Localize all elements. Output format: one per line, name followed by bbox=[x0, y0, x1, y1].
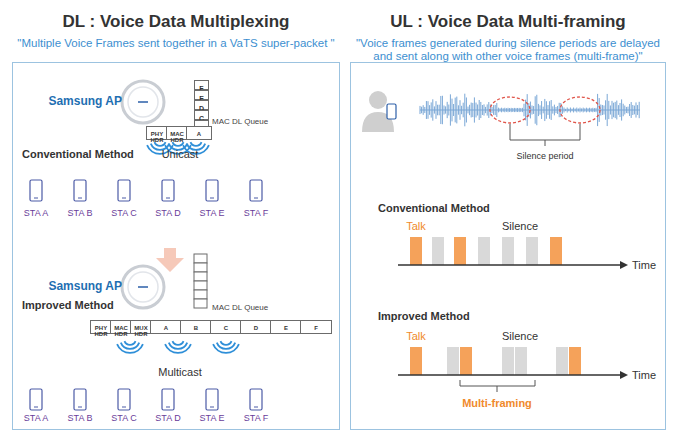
field-text: MAC HDR bbox=[111, 325, 131, 337]
station-label: STA C bbox=[111, 414, 136, 424]
queue-cell bbox=[194, 254, 207, 263]
station-label: STA F bbox=[244, 414, 268, 424]
voice-waveform bbox=[420, 94, 640, 127]
silence-marker bbox=[560, 97, 600, 123]
mode-label: Unicast bbox=[162, 148, 199, 160]
method-label: Conventional Method bbox=[378, 202, 490, 214]
phone-icon bbox=[74, 389, 86, 410]
packet-field: A bbox=[186, 126, 212, 140]
field-text: A bbox=[151, 325, 181, 331]
queue-cell bbox=[194, 290, 207, 299]
packet-field: F bbox=[300, 320, 332, 334]
wireless-signal bbox=[116, 341, 144, 354]
phone-icon bbox=[206, 389, 218, 410]
phone-icon bbox=[250, 389, 262, 410]
phone-icon bbox=[250, 180, 262, 201]
queue-cell: F bbox=[194, 80, 209, 90]
phone-icon bbox=[118, 180, 130, 201]
field-text: B bbox=[181, 325, 211, 331]
access-point-icon bbox=[122, 266, 164, 308]
talk-label: Talk bbox=[406, 330, 426, 342]
phone-icon bbox=[118, 389, 130, 410]
talk-label: Talk bbox=[406, 220, 426, 232]
station-label: STA E bbox=[200, 414, 225, 424]
station-label: STA E bbox=[200, 209, 225, 219]
packet-field: E bbox=[270, 320, 302, 334]
method-label: Conventional Method bbox=[22, 148, 134, 160]
field-text: E bbox=[271, 325, 301, 331]
packet-field: A bbox=[150, 320, 182, 334]
phone-icon bbox=[162, 180, 174, 201]
panel-subtitle: "Voice frames generated during silence p… bbox=[350, 37, 666, 63]
time-label: Time bbox=[632, 369, 656, 381]
field-text: D bbox=[241, 325, 271, 331]
packet-field: B bbox=[180, 320, 212, 334]
silence-label: Silence bbox=[502, 330, 538, 342]
bracket bbox=[460, 380, 535, 392]
method-label: Improved Method bbox=[378, 310, 470, 322]
field-text: PHY HDR bbox=[91, 325, 111, 337]
timeline bbox=[398, 237, 628, 269]
queue-label: MAC DL Queue bbox=[212, 118, 268, 127]
queue-cell bbox=[194, 263, 207, 272]
down-arrow bbox=[156, 248, 184, 272]
packet-field: PHY HDR bbox=[146, 126, 168, 140]
mode-label: Multicast bbox=[158, 366, 201, 378]
station-label: STA B bbox=[68, 209, 93, 219]
panel-title: UL : Voice Data Multi-framing bbox=[350, 12, 666, 32]
phone-icon bbox=[206, 180, 218, 201]
field-text: MAC HDR bbox=[167, 131, 187, 143]
method-label: Improved Method bbox=[22, 299, 114, 311]
panel-subtitle: "Multiple Voice Frames sent together in … bbox=[12, 37, 340, 50]
phone-icon bbox=[30, 389, 42, 410]
station-label: STA D bbox=[155, 414, 180, 424]
silence-label: Silence bbox=[502, 220, 538, 232]
panel: UL : Voice Data Multi-framing "Voice fram… bbox=[350, 8, 666, 430]
ap-label: Samsung AP bbox=[48, 280, 122, 293]
queue-cell bbox=[194, 281, 207, 290]
phone-icon bbox=[162, 389, 174, 410]
queue-cell: C bbox=[194, 110, 209, 120]
phone-icon bbox=[30, 180, 42, 201]
packet-field: C bbox=[210, 320, 242, 334]
field-text: MUX HDR bbox=[131, 325, 151, 337]
queue-cell bbox=[194, 299, 207, 308]
packet-field: MAC HDR bbox=[110, 320, 132, 334]
station-label: STA D bbox=[155, 209, 180, 219]
queue-cell: E bbox=[194, 90, 209, 100]
time-label: Time bbox=[632, 259, 656, 271]
queue-cell bbox=[194, 272, 207, 281]
user-icon bbox=[362, 91, 396, 132]
timeline bbox=[398, 347, 628, 379]
packet-field: MUX HDR bbox=[130, 320, 152, 334]
station-label: STA A bbox=[24, 414, 48, 424]
silence-marker bbox=[490, 97, 530, 123]
access-point-icon bbox=[122, 81, 164, 123]
queue-cell: D bbox=[194, 100, 209, 110]
wireless-signal bbox=[212, 341, 240, 354]
wireless-signal bbox=[164, 341, 192, 354]
field-text: F bbox=[301, 325, 331, 331]
phone-icon bbox=[74, 180, 86, 201]
ap-label: Samsung AP bbox=[48, 95, 122, 108]
packet-field: PHY HDR bbox=[90, 320, 112, 334]
station-label: STA C bbox=[111, 209, 136, 219]
bracket bbox=[510, 124, 580, 146]
field-text: C bbox=[211, 325, 241, 331]
station-label: STA F bbox=[244, 209, 268, 219]
packet-field: MAC HDR bbox=[166, 126, 188, 140]
field-text: PHY HDR bbox=[147, 131, 167, 143]
queue-label: MAC DL Queue bbox=[212, 304, 268, 313]
packet-field: D bbox=[240, 320, 272, 334]
multi-framing-label: Multi-framing bbox=[462, 397, 532, 409]
panel-title: DL : Voice Data Multiplexing bbox=[12, 12, 340, 32]
field-text: A bbox=[187, 131, 211, 137]
station-label: STA B bbox=[68, 414, 93, 424]
silence-period-label: Silence period bbox=[516, 152, 573, 162]
station-label: STA A bbox=[24, 209, 48, 219]
panel-frame bbox=[350, 62, 666, 430]
